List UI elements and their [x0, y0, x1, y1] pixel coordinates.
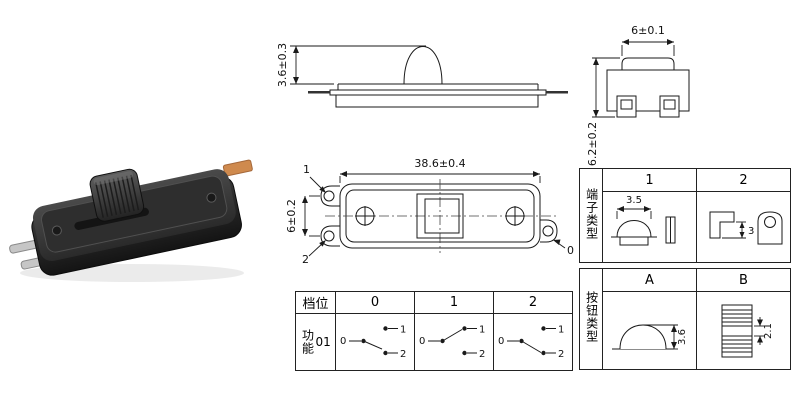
mount-tab-1 — [320, 185, 340, 207]
gear-header-cell: 档位 — [295, 291, 336, 314]
pin-hole-0 — [542, 225, 554, 237]
rivet-left — [51, 225, 62, 236]
side-view-drawing: 3.6±0.3 — [276, 43, 568, 108]
svg-text:0: 0 — [340, 336, 346, 347]
dim-end-width: 6±0.1 — [631, 24, 665, 37]
dim-end-height: 6.2±0.2 — [588, 122, 599, 166]
button-table-title: 按钮类型 — [584, 291, 599, 343]
knob-ribs — [95, 174, 140, 218]
terminal-type-table: 端子类型 1 2 3.5 — [579, 168, 791, 263]
terminal-notch-right — [663, 99, 676, 110]
terminal-table-title-cell: 端子类型 — [579, 168, 603, 263]
svg-text:2: 2 — [479, 349, 485, 360]
pin-hole-1 — [323, 190, 335, 202]
circuit-diagram-pos-2: 0 1 2 — [498, 325, 564, 361]
svg-text:3.5: 3.5 — [626, 195, 642, 206]
circuit-diagram-pos-1: 0 1 2 — [419, 325, 485, 361]
mount-tab-2 — [320, 225, 340, 247]
terminal-table-title: 端子类型 — [584, 187, 599, 240]
cover-flange — [329, 89, 547, 96]
pin-hole-2 — [323, 230, 335, 242]
terminal-type-2-header: 2 — [696, 168, 791, 192]
copper-terminal-lug — [222, 159, 253, 177]
function-table: 档位 0 1 2 功能 01 0 1 — [295, 291, 573, 371]
svg-text:0: 0 — [419, 336, 425, 347]
svg-text:1: 1 — [558, 325, 564, 336]
button-housing-end — [621, 57, 675, 70]
button-table-title-cell: 按钮类型 — [579, 268, 603, 370]
terminal-type-2-drawing: 3 — [709, 211, 782, 245]
top-view-drawing: 38.6±0.4 6±0.2 1 2 — [285, 157, 574, 266]
circuit-diagram-pos-0: 0 1 2 — [340, 325, 406, 361]
svg-text:1: 1 — [400, 325, 406, 336]
function-header-cell: 功能 01 — [295, 313, 336, 371]
terminal-block-left — [616, 95, 637, 118]
knob-window — [416, 193, 464, 239]
function-code: 01 — [315, 335, 331, 349]
knob-in-window — [424, 198, 460, 234]
label-pin0: 0 — [567, 244, 574, 257]
rivet-right — [206, 192, 217, 203]
body-profile — [335, 94, 539, 108]
position-header-0: 0 — [335, 291, 415, 314]
button-type-a-drawing: 3.6 — [611, 324, 688, 349]
svg-text:2: 2 — [400, 349, 406, 360]
terminal-type-1-drawing: 3.5 — [610, 195, 675, 246]
position-header-2: 2 — [493, 291, 573, 314]
solder-pin-1 — [9, 240, 39, 254]
terminal-block-right — [659, 95, 680, 118]
switch-product-photo — [9, 159, 253, 282]
dim-pin-spacing: 6±0.2 — [285, 199, 298, 233]
position-header-1: 1 — [414, 291, 494, 314]
button-type-table: 按钮类型 A B 3.6 — [579, 268, 791, 370]
lead-right — [546, 91, 568, 94]
button-type-b-drawing: 2.1 — [721, 304, 774, 357]
button-type-a-header: A — [602, 268, 697, 292]
svg-text:2: 2 — [558, 349, 564, 360]
function-header-label: 功能 — [300, 329, 315, 355]
dim-top-length: 38.6±0.4 — [414, 157, 465, 170]
button-dome-profile — [403, 46, 443, 85]
end-view-drawing: 6±0.1 6.2±0.2 — [588, 24, 690, 166]
svg-text:1: 1 — [479, 325, 485, 336]
label-pin2: 2 — [302, 253, 309, 266]
knob-highlight — [93, 171, 133, 186]
label-pin1: 1 — [303, 163, 310, 176]
svg-text:3: 3 — [748, 226, 754, 237]
lead-left — [308, 91, 330, 94]
button-type-b-header: B — [696, 268, 791, 292]
svg-text:3.6: 3.6 — [677, 329, 688, 345]
mount-tab-0 — [540, 219, 558, 243]
terminal-notch-left — [620, 99, 633, 110]
dim-side-height: 3.6±0.3 — [276, 43, 289, 87]
svg-text:2.1: 2.1 — [763, 323, 774, 339]
svg-text:0: 0 — [498, 336, 504, 347]
terminal-type-1-header: 1 — [602, 168, 697, 192]
